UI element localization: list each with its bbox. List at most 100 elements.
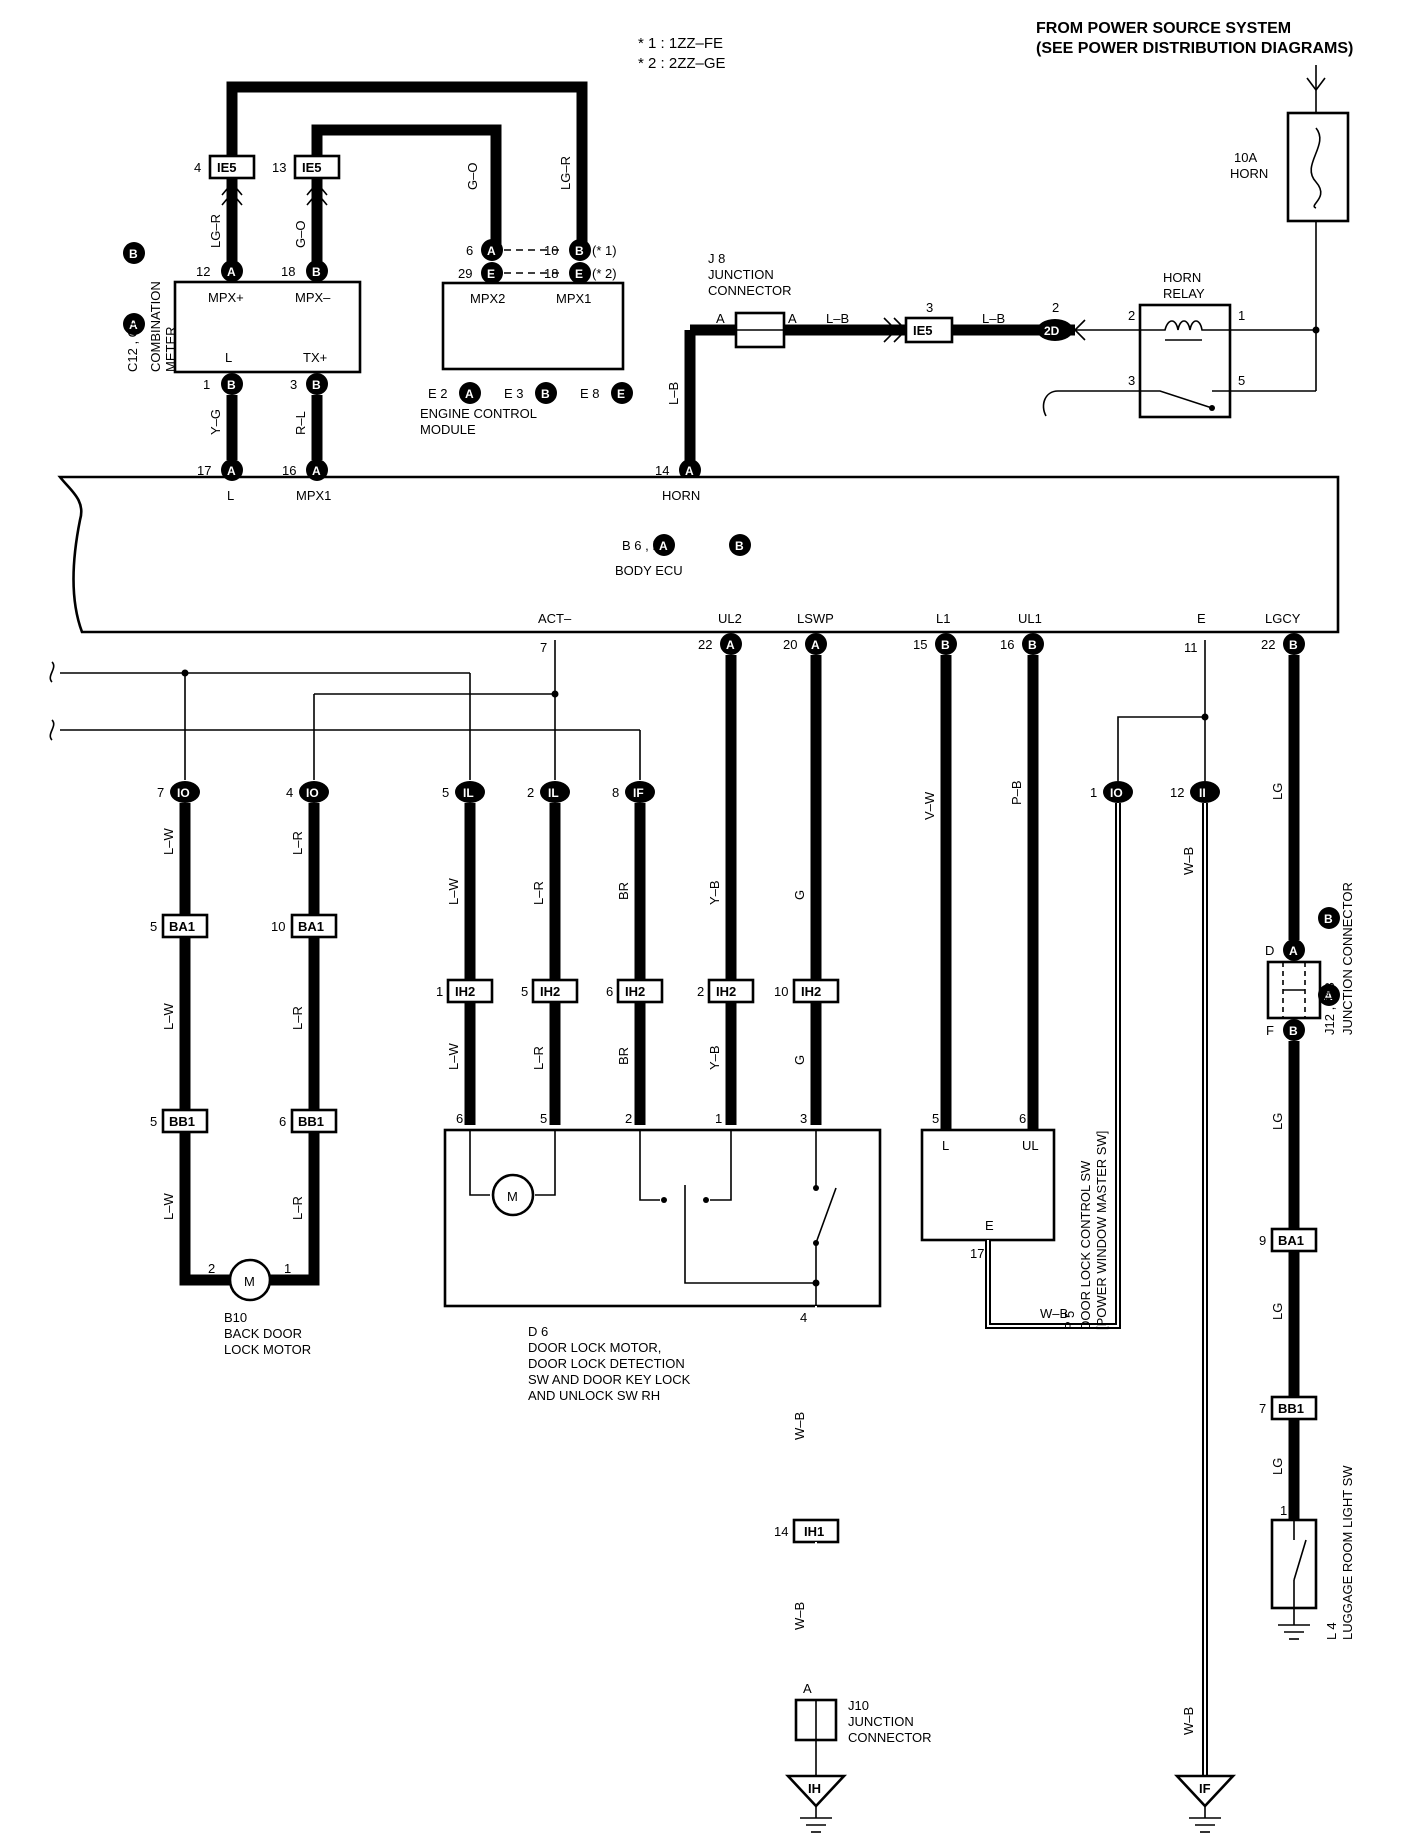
splice-dot — [812, 1279, 820, 1287]
d6-sw2-contact — [813, 1185, 819, 1191]
fuse-box — [1286, 111, 1350, 223]
j12-pin-f-circle-label: B — [1289, 1024, 1298, 1038]
relay-ground-break — [1042, 390, 1059, 417]
j10-pin-a: A — [803, 1681, 812, 1696]
ground-ih-label: IH — [808, 1781, 821, 1796]
fuse-name: HORN — [1230, 166, 1268, 181]
ecm-e8-circle-label: E — [617, 387, 625, 401]
wire-label-wb-1: W–B — [792, 1412, 807, 1440]
conn-il-2 — [540, 781, 570, 803]
wire-label-lr-4: L–R — [531, 1046, 546, 1070]
meter-label-circle-b — [123, 242, 145, 264]
meter-pin1-circle-label: B — [227, 378, 236, 392]
wire-label-wb-2: W–B — [792, 1602, 807, 1630]
meter-pin12-circle — [221, 260, 243, 282]
meter-pin12-circle-label: A — [227, 265, 236, 279]
wire-label-lr-5: L–R — [290, 1196, 305, 1220]
b10-line2: LOCK MOTOR — [224, 1342, 311, 1357]
ecu-b7-circle — [729, 534, 751, 556]
ecu-lswp: LSWP — [797, 611, 834, 626]
meter-label-circle-a-text: A — [129, 318, 138, 332]
j10-id: J10 — [848, 1698, 869, 1713]
d6-pin4: 4 — [800, 1310, 807, 1325]
d6-sw2-lever — [815, 1187, 837, 1244]
ecm-pin6: 6 — [466, 243, 473, 258]
ecu-pin16: 16 — [282, 463, 296, 478]
ih1-pin: 14 — [774, 1524, 788, 1539]
wire-label-lw-5: L–W — [161, 1193, 176, 1220]
up-arrow-icon — [306, 181, 328, 206]
d6-id: D 6 — [528, 1324, 548, 1339]
j12-circle-a-label: A — [1324, 989, 1333, 1003]
meter-l: L — [225, 350, 232, 365]
ecu-pin20-circle — [805, 633, 827, 655]
b10-motor-icon — [228, 1258, 272, 1302]
meter-pin18-circle — [306, 260, 328, 282]
ie5-pin-13: 13 — [272, 160, 286, 175]
l4-line1: LUGGAGE ROOM LIGHT SW — [1340, 1465, 1355, 1640]
wire-label-go: G–O — [293, 221, 308, 248]
splice-dot — [551, 690, 559, 698]
p5-e: E — [985, 1218, 994, 1233]
meter-id: C12 , C13 — [125, 313, 140, 372]
bb1-pin-7: 7 — [1259, 1401, 1266, 1416]
wire-label-lw-4: L–W — [446, 1043, 461, 1070]
mpx-loop-inner — [311, 124, 502, 245]
body-ecu-box — [57, 475, 1340, 634]
meter-pin1-circle — [221, 373, 243, 395]
up-arrow-icon — [221, 181, 243, 206]
ie5-horn-label: IE5 — [913, 323, 933, 338]
meter-pin3: 3 — [290, 377, 297, 392]
wire-label-lg-4: LG — [1270, 1458, 1285, 1475]
ecu-pin16-circle — [306, 459, 328, 481]
ecu-pin17-circle-label: A — [227, 464, 236, 478]
ecm-pin18-circle-label: E — [575, 267, 583, 281]
b10-pin1: 1 — [284, 1261, 291, 1276]
conn-if-8 — [625, 781, 655, 803]
conn-ii-12-label: II — [1199, 786, 1206, 800]
horn-relay-line1: HORN — [1163, 270, 1201, 285]
ecm-pin18-circle — [569, 262, 591, 284]
l4-pin1: 1 — [1280, 1503, 1287, 1518]
d6-sw-contact — [661, 1197, 667, 1203]
ecu-pin16b-circle-label: B — [1028, 638, 1037, 652]
ecm-pin6-circle-label: A — [487, 244, 496, 258]
d6-pin6: 6 — [456, 1111, 463, 1126]
conn-if-8-label: IF — [633, 786, 644, 800]
combination-meter-box — [173, 280, 362, 374]
ba1-label-5: BA1 — [169, 919, 195, 934]
d6-sw-right — [710, 1130, 732, 1201]
conn-io-4 — [299, 781, 329, 803]
wire-lr-b10 — [270, 1132, 320, 1286]
wire-label-go-ecm: G–O — [465, 163, 480, 190]
b10-motor-label: M — [244, 1274, 255, 1289]
conn-io-4-pin: 4 — [286, 785, 293, 800]
conn-io-4-label: IO — [306, 786, 319, 800]
wire-lw-b10 — [179, 1132, 230, 1286]
conn-il-5 — [455, 781, 485, 803]
ecu-pin22a: 22 — [698, 637, 712, 652]
ecu-act: ACT– — [538, 611, 572, 626]
j10-line1: JUNCTION — [848, 1714, 914, 1729]
c2d-connector — [1037, 319, 1073, 341]
ecu-b6-circle-label: A — [659, 539, 668, 553]
meter-line1: COMBINATION — [148, 281, 163, 372]
ecm-e2-circle-label: A — [465, 387, 474, 401]
conn-il-5-pin: 5 — [442, 785, 449, 800]
b10-line1: BACK DOOR — [224, 1326, 302, 1341]
ba1-pin-5: 5 — [150, 919, 157, 934]
ecu-pin22b-circle — [1283, 633, 1305, 655]
ie5-horn-connector — [904, 316, 954, 344]
ecu-b6-circle — [653, 534, 675, 556]
p5-l: L — [942, 1138, 949, 1153]
ecm-box — [441, 281, 625, 371]
horn-relay-line2: RELAY — [1163, 286, 1205, 301]
meter-pin12: 12 — [196, 264, 210, 279]
p5-pin6: 6 — [1019, 1111, 1026, 1126]
ecm-e8-circle — [611, 382, 633, 404]
wire-label-br-1: BR — [616, 882, 631, 900]
ecm-line1: ENGINE CONTROL — [420, 406, 537, 421]
ecu-l1: L1 — [936, 611, 950, 626]
j12-pin-d: D — [1265, 943, 1274, 958]
meter-line2: METER — [163, 327, 178, 373]
